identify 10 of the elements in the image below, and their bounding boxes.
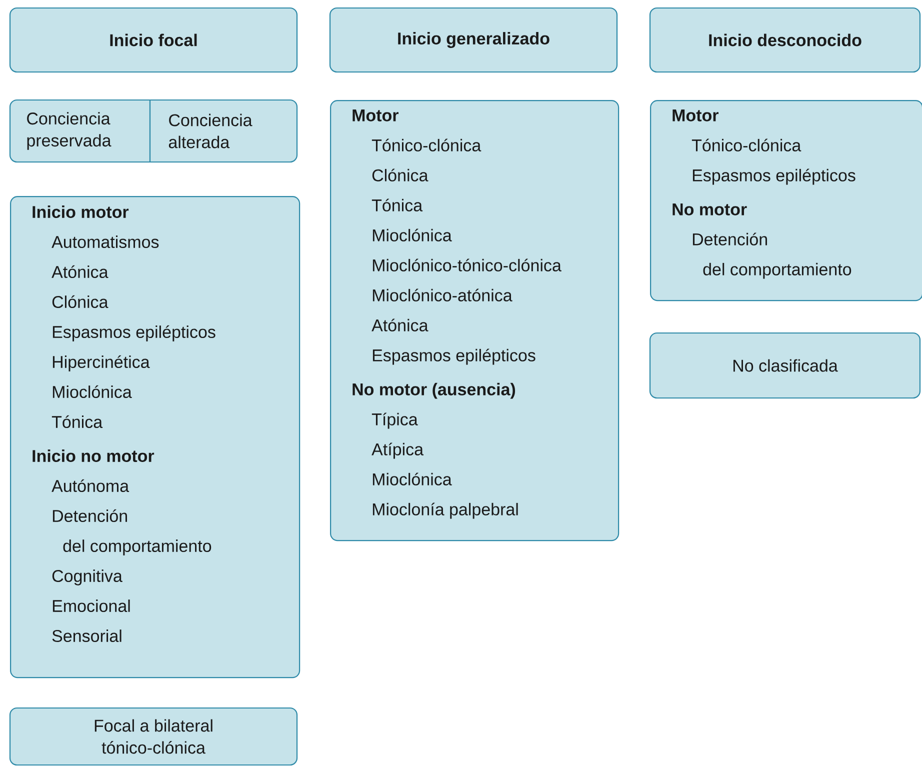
text-box: Conciencia alterada	[149, 99, 298, 163]
header-box: Inicio desconocido	[649, 7, 921, 73]
text-box: Focal a bilateral tónico-clónica	[9, 707, 298, 766]
category-box: Inicio motor Automatismos Atónica Clónica Espasmos epilépticos Hipercinética Mioclónica Tónica Inicio no motor Autónoma Detención del comportamiento Cognitiva Emocional Sensorial	[10, 196, 300, 678]
category-box: Motor Tónico-clónica Clónica Tónica Mioclónica Mioclónico-tónico-clónica Mioclónico-atónica Atónica Espasmos epilépticos No motor (ausencia) Típica Atípica Mioclónica Mioclonía palpebral	[330, 100, 620, 542]
text-box: No clasificada	[649, 332, 921, 399]
header-box: Inicio generalizado	[329, 7, 618, 73]
header-box: Inicio focal	[9, 7, 298, 73]
text-box: Conciencia preservada	[9, 99, 151, 163]
category-box: Motor Tónico-clónica Espasmos epilépticos No motor Detención del comportamiento	[650, 100, 922, 302]
